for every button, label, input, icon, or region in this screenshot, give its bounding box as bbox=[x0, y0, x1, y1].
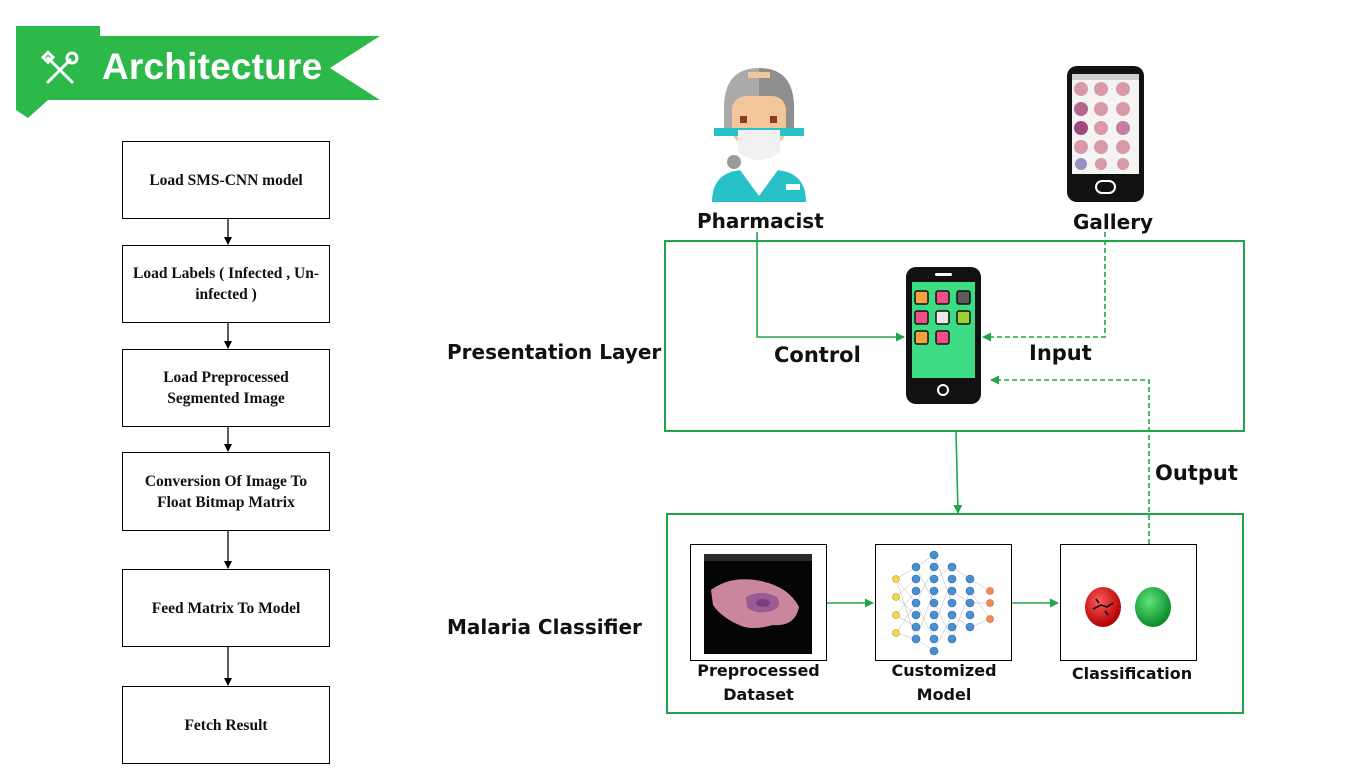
uninfected-cell-icon bbox=[1135, 587, 1171, 627]
model-caption: Customized Model bbox=[891, 661, 997, 704]
pharmacist-label: Pharmacist bbox=[697, 209, 824, 233]
control-label: Control bbox=[774, 343, 861, 367]
output-label: Output bbox=[1155, 461, 1238, 485]
classification-result-icon bbox=[1085, 587, 1171, 627]
malaria-classifier-label: Malaria Classifier bbox=[447, 615, 642, 639]
flow-step-load-image: Load Preprocessed Segmented Image bbox=[122, 349, 330, 427]
tools-icon bbox=[40, 50, 79, 84]
input-label: Input bbox=[1029, 341, 1092, 365]
flow-step-load-model: Load SMS-CNN model bbox=[122, 141, 330, 219]
control-connector bbox=[756, 232, 905, 342]
malaria-classifier-frame bbox=[666, 513, 1244, 714]
infected-cell-icon bbox=[1085, 587, 1121, 627]
flow-step-load-labels: Load Labels ( Infected , Un-infected ) bbox=[122, 245, 330, 323]
neural-network-icon bbox=[892, 550, 994, 656]
pharmacist-icon bbox=[712, 68, 806, 202]
model-card bbox=[875, 544, 1012, 661]
page-title: Architecture bbox=[102, 46, 323, 87]
input-connector bbox=[982, 232, 1106, 342]
gallery-label: Gallery bbox=[1073, 210, 1154, 234]
classification-card bbox=[1060, 544, 1197, 661]
classification-caption: Classification bbox=[1071, 664, 1193, 683]
presentation-layer-frame bbox=[664, 240, 1245, 432]
gallery-phone-icon bbox=[1067, 66, 1144, 202]
flow-step-fetch-result: Fetch Result bbox=[122, 686, 330, 764]
presentation-layer-label: Presentation Layer bbox=[447, 340, 662, 364]
dataset-caption: Preprocessed Dataset bbox=[697, 661, 820, 704]
layer-to-classifier-connector bbox=[953, 430, 963, 514]
flow-step-feed-matrix: Feed Matrix To Model bbox=[122, 569, 330, 647]
app-phone-icon bbox=[906, 267, 981, 404]
blood-cell-image bbox=[704, 554, 812, 654]
flow-step-convert-image: Conversion Of Image To Float Bitmap Matr… bbox=[122, 452, 330, 531]
dataset-card bbox=[690, 544, 827, 661]
output-connector bbox=[990, 375, 1150, 544]
architecture-banner bbox=[16, 26, 380, 118]
